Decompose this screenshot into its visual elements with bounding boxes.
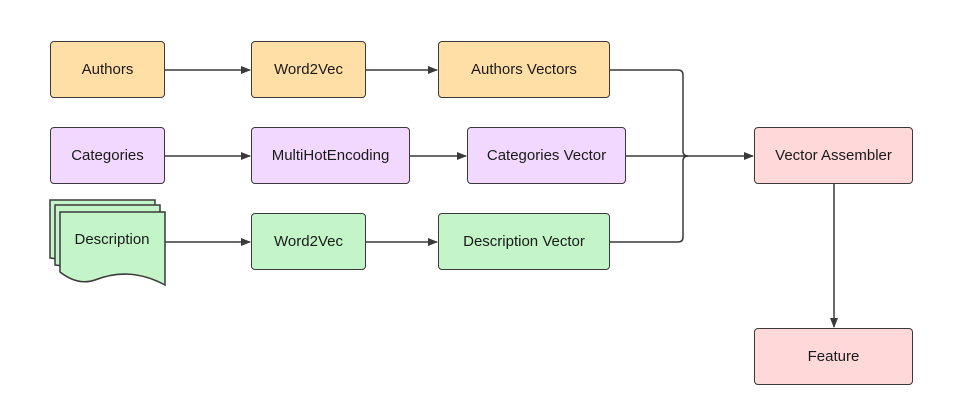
node-categories-vector-label: Categories Vector: [486, 147, 607, 164]
node-authors-vectors: Authors Vectors: [438, 41, 610, 98]
node-vector-assembler: Vector Assembler: [754, 127, 913, 184]
node-categories-label: Categories: [71, 147, 144, 164]
node-description-label: Description: [74, 230, 150, 248]
node-authors: Authors: [50, 41, 165, 98]
description-document-stack: [49, 199, 166, 287]
node-description-vector: Description Vector: [438, 213, 610, 270]
node-authors-vectors-label: Authors Vectors: [471, 61, 577, 78]
node-multihot-encoding-label: MultiHotEncoding: [271, 147, 390, 164]
node-feature: Feature: [754, 328, 913, 385]
node-word2vec-description: Word2Vec: [251, 213, 366, 270]
node-word2vec-authors-label: Word2Vec: [274, 61, 343, 78]
node-word2vec-authors: Word2Vec: [251, 41, 366, 98]
node-categories: Categories: [50, 127, 165, 184]
node-description-vector-label: Description Vector: [463, 233, 585, 250]
node-feature-label: Feature: [807, 348, 860, 365]
node-categories-vector: Categories Vector: [467, 127, 626, 184]
node-word2vec-description-label: Word2Vec: [274, 233, 343, 250]
node-multihot-encoding: MultiHotEncoding: [251, 127, 410, 184]
node-vector-assembler-label: Vector Assembler: [775, 147, 892, 164]
node-description: Description: [60, 212, 164, 266]
node-authors-label: Authors: [81, 61, 134, 78]
